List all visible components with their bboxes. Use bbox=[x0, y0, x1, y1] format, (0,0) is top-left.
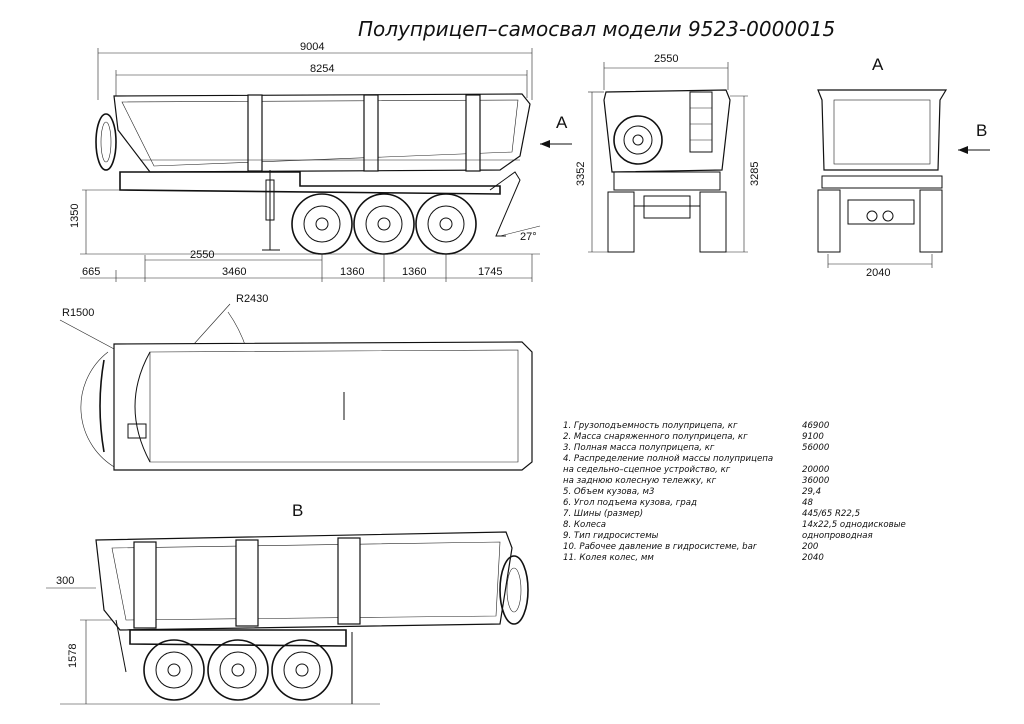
dim-axle-spacing-2: 1360 bbox=[402, 266, 426, 278]
spec-9-value: однопроводная bbox=[802, 531, 873, 541]
dim-radius-front: R1500 bbox=[62, 307, 94, 319]
spec-6-value: 48 bbox=[802, 498, 813, 508]
dim-departure-angle: 27° bbox=[520, 231, 537, 243]
front-view-label: A bbox=[872, 55, 884, 74]
spec-2-value: 9100 bbox=[802, 432, 824, 442]
spec-7-text: 7. Шины (размер) bbox=[563, 509, 643, 519]
spec-11-text: 11. Колея колес, мм bbox=[563, 553, 654, 563]
dim-kingpin-height: 1350 bbox=[69, 204, 81, 228]
dim-radius-swing: R2430 bbox=[236, 293, 268, 305]
spec-1-value: 46900 bbox=[802, 421, 830, 431]
dim-bottom-height: 1578 bbox=[67, 644, 79, 668]
top-view: R1500 R2430 bbox=[59, 293, 533, 471]
spec-2-text: 2. Масса снаряженного полуприцепа, кг bbox=[563, 432, 748, 442]
dim-rear-height-body: 3285 bbox=[749, 162, 761, 186]
spec-5-value: 29,4 bbox=[802, 487, 821, 497]
spec-11-value: 2040 bbox=[802, 553, 824, 563]
drawing-title: Полуприцеп–самосвал модели 9523-0000015 bbox=[358, 17, 835, 41]
dim-body-length: 8254 bbox=[310, 63, 334, 75]
bottom-view-label: B bbox=[292, 501, 303, 520]
spec-4-text: 4. Распределение полной массы полуприцеп… bbox=[563, 454, 773, 464]
dim-overall-length: 9004 bbox=[300, 41, 324, 53]
spec-7-value: 445/65 R22,5 bbox=[802, 509, 860, 519]
dim-rear-width: 2550 bbox=[654, 53, 678, 65]
dim-offset: 300 bbox=[56, 575, 74, 587]
dim-front-overhang: 665 bbox=[82, 266, 100, 278]
spec-9-text: 9. Тип гидросистемы bbox=[563, 531, 659, 541]
spec-4a-value: 20000 bbox=[802, 465, 830, 475]
dim-track: 2040 bbox=[866, 267, 890, 279]
dim-kingpin-to-axle: 2550 bbox=[190, 249, 214, 261]
spec-4a-text: на седельно–сцепное устройство, кг bbox=[563, 465, 731, 475]
spec-10-value: 200 bbox=[802, 542, 819, 552]
bottom-view-b: B 300 1578 bbox=[46, 501, 529, 705]
dim-rear-overhang: 1745 bbox=[478, 266, 502, 278]
spec-4b-value: 36000 bbox=[802, 476, 830, 486]
front-view-arrow-label: B bbox=[976, 121, 987, 140]
front-view-a: A B 2040 bbox=[817, 55, 990, 279]
spec-6-text: 6. Угол подъема кузова, град bbox=[563, 498, 697, 508]
spec-8-value: 14x22,5 однодисковые bbox=[802, 520, 906, 530]
dim-axle-spacing-1: 1360 bbox=[340, 266, 364, 278]
spec-10-text: 10. Рабочее давление в гидросистеме, bar bbox=[563, 542, 757, 552]
side-view: 9004 8254 bbox=[69, 41, 572, 282]
specifications-list: 1. Грузоподъемность полуприцепа, кг 4690… bbox=[563, 421, 906, 563]
spec-5-text: 5. Объем кузова, м3 bbox=[563, 487, 654, 497]
spec-4b-text: на заднюю колесную тележку, кг bbox=[563, 476, 717, 486]
spec-8-text: 8. Колеса bbox=[563, 520, 606, 530]
dim-rear-height-total: 3352 bbox=[575, 162, 587, 186]
side-view-arrow-label: A bbox=[556, 113, 568, 132]
spec-1-text: 1. Грузоподъемность полуприцепа, кг bbox=[563, 421, 738, 431]
spec-3-text: 3. Полная масса полуприцепа, кг bbox=[563, 443, 715, 453]
dim-wheelbase-front: 3460 bbox=[222, 266, 246, 278]
spec-3-value: 56000 bbox=[802, 443, 830, 453]
rear-view: 2550 3352 3285 bbox=[575, 53, 761, 253]
